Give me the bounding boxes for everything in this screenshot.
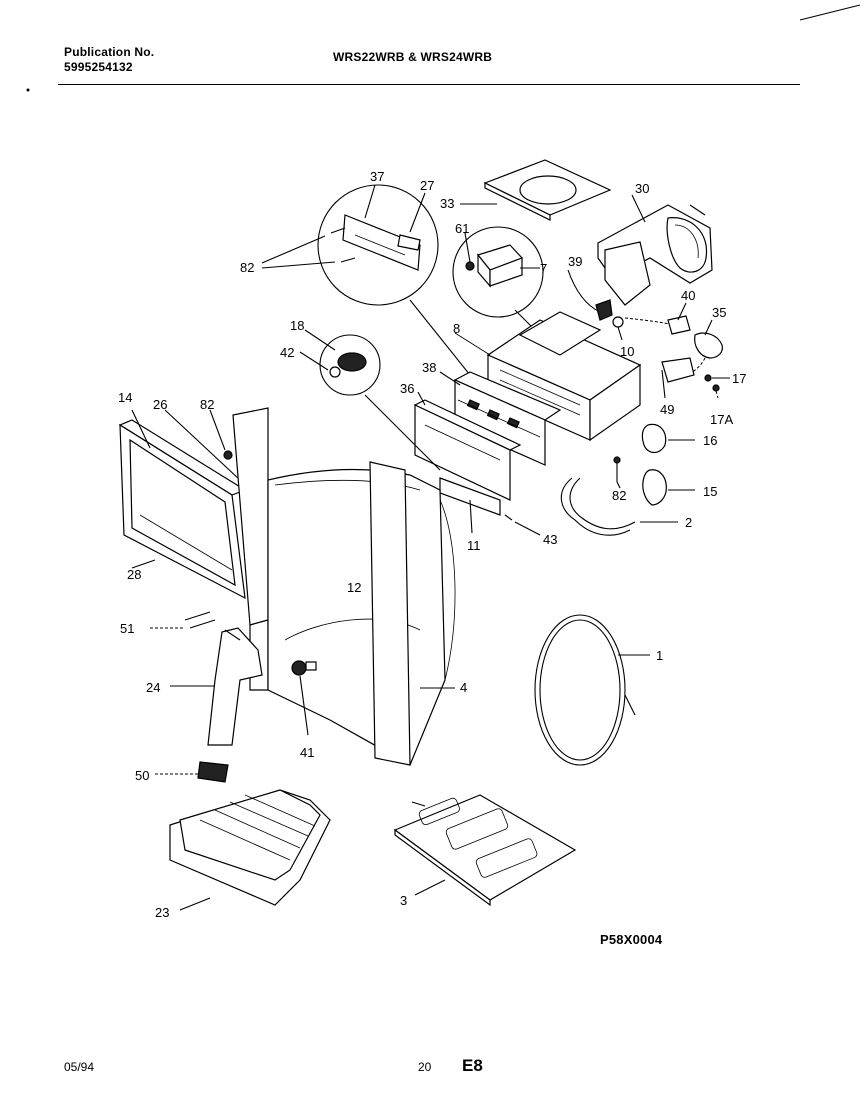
publication-label: Publication No. xyxy=(64,45,155,59)
callout-39: 39 xyxy=(568,254,582,269)
callout-61: 61 xyxy=(455,221,469,236)
callout-36: 36 xyxy=(400,381,414,396)
part-1-tube xyxy=(534,614,650,766)
callout-17a: 17A xyxy=(710,412,733,427)
callout-8: 8 xyxy=(453,321,460,336)
detail-circle-37-27 xyxy=(261,184,491,401)
callout-24: 24 xyxy=(146,680,160,695)
callout-38: 38 xyxy=(422,360,436,375)
detail-circle-18-42 xyxy=(299,329,441,471)
callout-4: 4 xyxy=(460,680,467,695)
callout-50: 50 xyxy=(135,768,149,783)
callout-14: 14 xyxy=(118,390,132,405)
part-41-spring xyxy=(291,660,317,736)
callout-28: 28 xyxy=(127,567,141,582)
callout-11: 11 xyxy=(467,538,481,553)
part-16-socket xyxy=(641,423,695,454)
callout-30: 30 xyxy=(635,181,649,196)
screw-82-right xyxy=(613,456,621,489)
detail-circle-61-7 xyxy=(452,226,546,341)
part-38-control-panel xyxy=(439,371,562,466)
header-rule xyxy=(58,84,800,85)
part-3-heater-plate xyxy=(393,794,577,907)
callout-51: 51 xyxy=(120,621,134,636)
part-36-front-plate xyxy=(413,391,522,501)
callout-82-left: 82 xyxy=(200,397,214,412)
part-11-bracket xyxy=(439,477,501,534)
callout-17: 17 xyxy=(732,371,746,386)
part-14-front-frame xyxy=(118,409,247,600)
callout-82-right: 82 xyxy=(612,488,626,503)
section-code: E8 xyxy=(462,1056,483,1075)
callout-26: 26 xyxy=(153,397,167,412)
part-30-housing xyxy=(597,194,713,306)
callout-10: 10 xyxy=(620,344,634,359)
callout-15: 15 xyxy=(703,484,717,499)
callout-23: 23 xyxy=(155,905,169,920)
part-15-bulb xyxy=(642,469,695,506)
callout-1: 1 xyxy=(656,648,663,663)
callout-3: 3 xyxy=(400,893,407,908)
part-26-spring xyxy=(164,409,241,481)
model-title: WRS22WRB & WRS24WRB xyxy=(333,50,493,64)
drawing-code: P58X0004 xyxy=(600,932,663,947)
part-24-actuator xyxy=(170,627,263,746)
callout-labels: 37 27 33 30 61 7 39 82 18 42 8 40 35 10 … xyxy=(118,169,746,920)
callout-16: 16 xyxy=(703,433,717,448)
part-2-harness xyxy=(560,477,678,536)
page-number: 20 xyxy=(418,1060,432,1074)
callout-27: 27 xyxy=(420,178,434,193)
footer-date: 05/94 xyxy=(64,1060,95,1074)
publication-number: 5995254132 xyxy=(64,60,133,74)
part-23-drip-tray xyxy=(169,789,331,911)
part-39-wire xyxy=(567,269,624,341)
part-50-pad xyxy=(155,761,229,783)
part-51-pin xyxy=(150,611,216,629)
part-4-dispenser-housing xyxy=(232,407,456,766)
callout-43: 43 xyxy=(543,532,557,547)
callout-41: 41 xyxy=(300,745,314,760)
callout-2: 2 xyxy=(685,515,692,530)
callout-49: 49 xyxy=(660,402,674,417)
part-33-top-plate xyxy=(460,159,612,221)
callout-35: 35 xyxy=(712,305,726,320)
callout-7: 7 xyxy=(540,261,547,276)
callout-42: 42 xyxy=(280,345,294,360)
callout-33: 33 xyxy=(440,196,454,211)
callout-18: 18 xyxy=(290,318,304,333)
screw-43 xyxy=(504,514,541,536)
scan-dot xyxy=(26,88,30,92)
callout-12: 12 xyxy=(347,580,361,595)
part-40-35-wiring xyxy=(624,302,730,399)
corner-mark xyxy=(799,4,861,21)
callout-82-top: 82 xyxy=(240,260,254,275)
callout-37: 37 xyxy=(370,169,384,184)
part-8-control-housing xyxy=(454,311,642,442)
callout-40: 40 xyxy=(681,288,695,303)
